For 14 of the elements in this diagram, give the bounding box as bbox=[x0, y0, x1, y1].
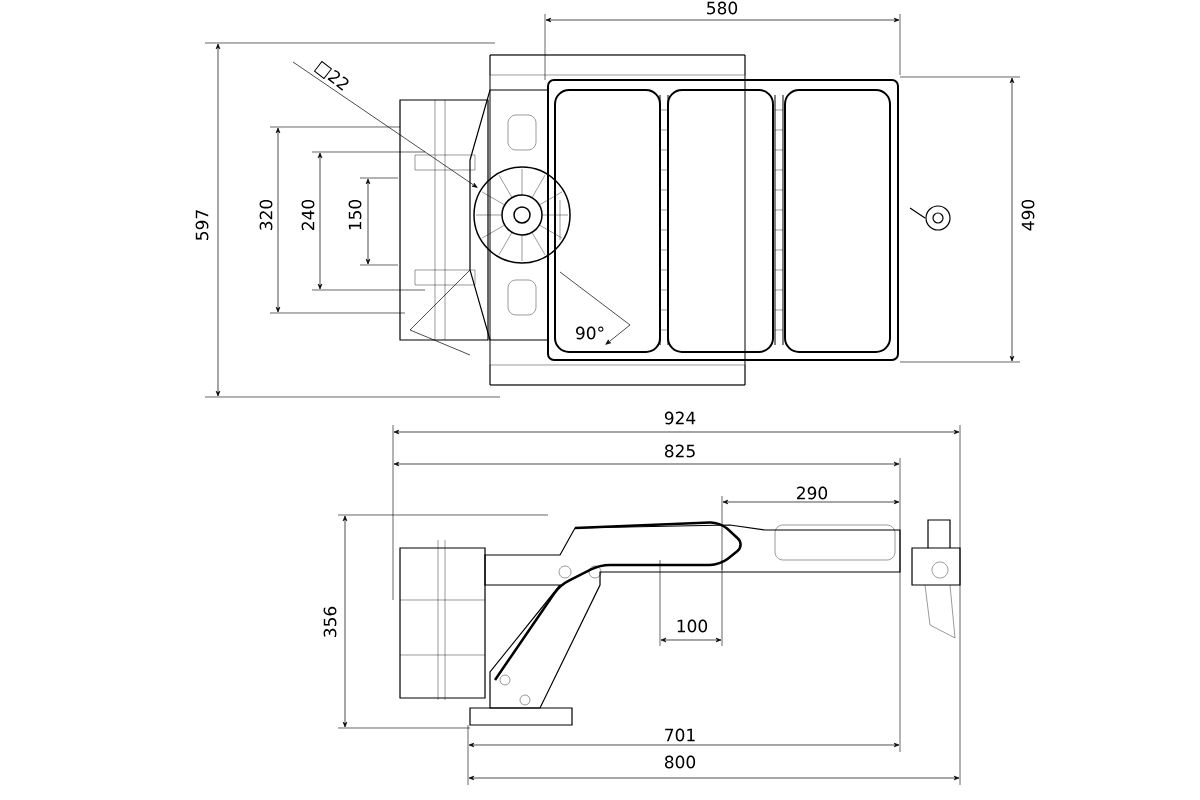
dimension-label: 90° bbox=[576, 326, 604, 340]
dimension-label: 490 bbox=[1021, 199, 1035, 231]
dimension-label: 290 bbox=[797, 486, 828, 500]
dimension-label: 356 bbox=[323, 606, 337, 637]
dimension-label: 924 bbox=[664, 411, 696, 425]
dimension-label: 597 bbox=[195, 210, 209, 240]
dimension-label: 701 bbox=[665, 728, 695, 742]
dimension-label: 150 bbox=[348, 199, 362, 230]
dimension-label: 320 bbox=[259, 199, 273, 230]
dimension-label: 240 bbox=[301, 199, 315, 230]
dimension-label: 825 bbox=[664, 444, 695, 458]
dimension-label: 100 bbox=[677, 619, 708, 633]
dimension-label: 800 bbox=[664, 755, 696, 769]
dimension-label: 580 bbox=[707, 1, 738, 15]
